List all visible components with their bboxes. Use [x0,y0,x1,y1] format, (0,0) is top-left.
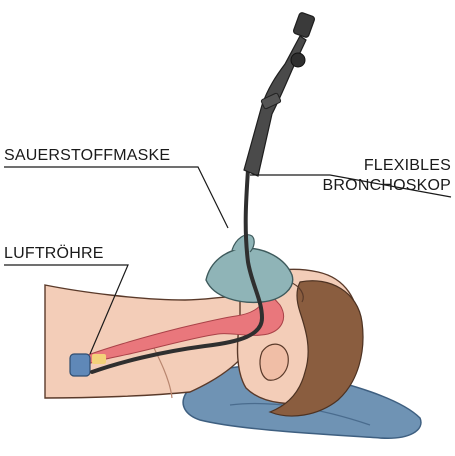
oxygen-mask-connector [232,235,254,252]
trachea-light [92,354,106,364]
label-oxygen-mask: SAUERSTOFFMASKE [4,147,170,165]
label-bronchoscope-line2: BRONCHOSKOP [323,177,451,195]
bronchoscope-control-knob [291,53,305,67]
label-bronchoscope-line1: FLEXIBLES [364,157,451,175]
leader-line-oxygen-mask [4,167,228,228]
bronchoscope-eyepiece [293,12,316,38]
trachea-tube-end [70,354,90,376]
label-trachea: LUFTRÖHRE [4,245,104,263]
bronchoscope-port [261,93,282,110]
